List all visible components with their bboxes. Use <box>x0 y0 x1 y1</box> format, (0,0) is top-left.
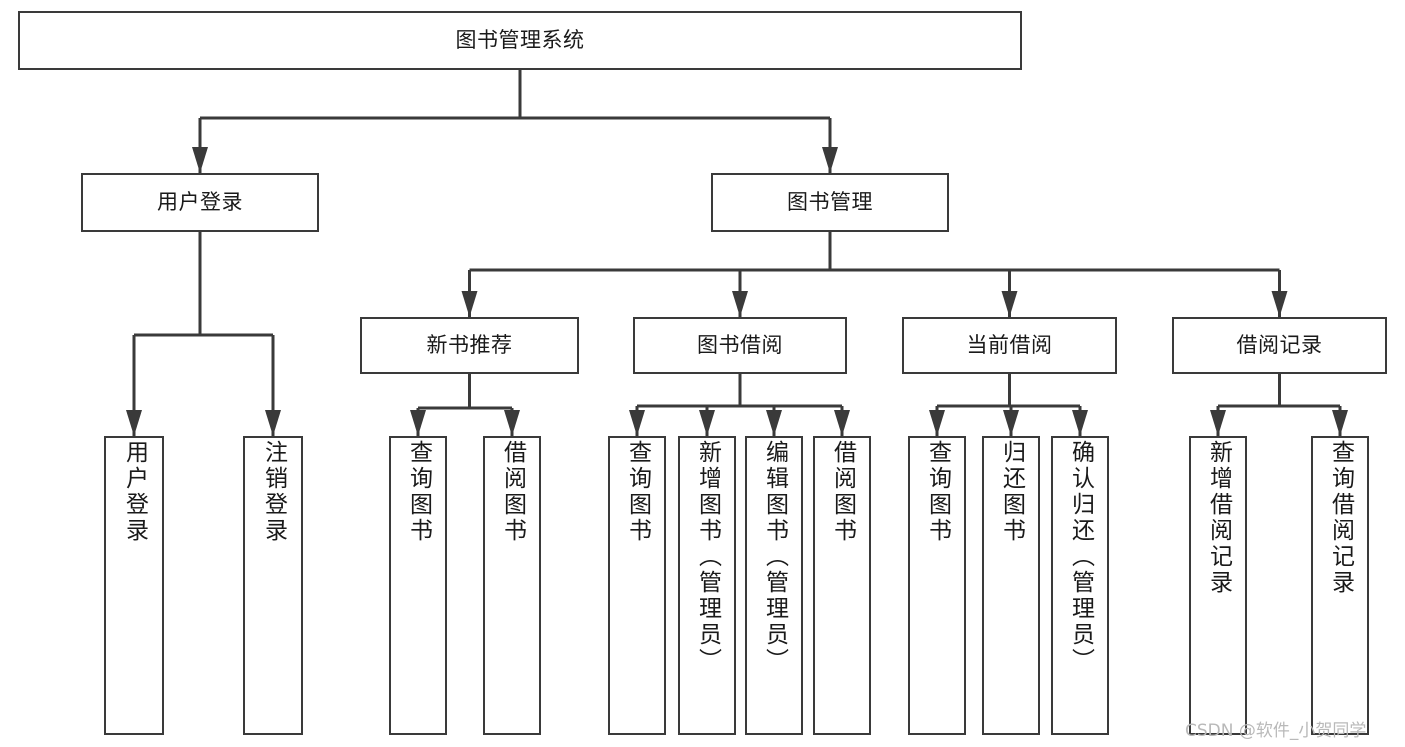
node-label: 当前借阅 <box>966 332 1053 357</box>
node-label: 借阅记录 <box>1236 332 1323 357</box>
arrowhead-icon-leaf-10 <box>1003 410 1019 436</box>
node-label: 查询借阅记录 <box>1327 440 1354 596</box>
node-label: 借阅图书 <box>499 440 526 544</box>
arrowhead-icon-leaf-12 <box>1210 410 1226 436</box>
node-leaf-6[interactable]: 新增图书（管理员） <box>678 436 736 735</box>
node-current-loan[interactable]: 当前借阅 <box>902 317 1117 374</box>
node-leaf-3[interactable]: 查询图书 <box>389 436 447 735</box>
arrowhead-icon-leaf-4 <box>504 410 520 436</box>
node-label: 新增图书（管理员） <box>694 440 721 674</box>
node-new-book-rec[interactable]: 新书推荐 <box>360 317 579 374</box>
arrowhead-icon-user-login <box>192 147 208 173</box>
node-label: 编辑图书（管理员） <box>761 440 788 674</box>
arrowhead-icon-leaf-11 <box>1072 410 1088 436</box>
node-label: 新书推荐 <box>426 332 513 357</box>
node-leaf-2[interactable]: 注销登录 <box>243 436 303 735</box>
node-user-login[interactable]: 用户登录 <box>81 173 319 232</box>
arrowhead-icon-book-manage <box>822 147 838 173</box>
arrowhead-icon-leaf-8 <box>834 410 850 436</box>
arrowhead-icon-leaf-1 <box>126 410 142 436</box>
node-label: 查询图书 <box>624 440 651 544</box>
node-label: 图书借阅 <box>697 332 783 357</box>
node-label: 查询图书 <box>405 440 432 544</box>
arrowhead-icon-leaf-7 <box>766 410 782 436</box>
arrowhead-icon-book-borrow <box>732 291 748 317</box>
node-label: 用户登录 <box>121 440 148 544</box>
node-label: 新增借阅记录 <box>1205 440 1232 596</box>
arrowhead-icon-leaf-3 <box>410 410 426 436</box>
arrowhead-icon-leaf-13 <box>1332 410 1348 436</box>
node-label: 用户登录 <box>157 189 243 214</box>
arrowhead-icon-leaf-9 <box>929 410 945 436</box>
node-leaf-5[interactable]: 查询图书 <box>608 436 666 735</box>
arrowhead-icon-leaf-2 <box>265 410 281 436</box>
node-leaf-9[interactable]: 查询图书 <box>908 436 966 735</box>
arrowhead-icon-current-loan <box>1001 291 1018 317</box>
node-book-manage[interactable]: 图书管理 <box>711 173 949 232</box>
node-leaf-4[interactable]: 借阅图书 <box>483 436 541 735</box>
node-loan-record[interactable]: 借阅记录 <box>1172 317 1387 374</box>
node-label: 查询图书 <box>924 440 951 544</box>
node-label: 注销登录 <box>260 440 287 544</box>
arrowhead-icon-leaf-5 <box>629 410 645 436</box>
node-label: 借阅图书 <box>829 440 856 544</box>
arrowhead-icon-leaf-6 <box>699 410 715 436</box>
node-root[interactable]: 图书管理系统 <box>18 11 1022 70</box>
node-label: 确认归还（管理员） <box>1067 440 1094 674</box>
node-leaf-7[interactable]: 编辑图书（管理员） <box>745 436 803 735</box>
arrowhead-icon-loan-record <box>1271 291 1288 317</box>
node-book-borrow[interactable]: 图书借阅 <box>633 317 847 374</box>
node-leaf-8[interactable]: 借阅图书 <box>813 436 871 735</box>
node-leaf-13[interactable]: 查询借阅记录 <box>1311 436 1369 735</box>
node-leaf-12[interactable]: 新增借阅记录 <box>1189 436 1247 735</box>
arrowhead-icon-new-book-rec <box>461 291 478 317</box>
node-label: 图书管理 <box>787 189 873 214</box>
node-leaf-1[interactable]: 用户登录 <box>104 436 164 735</box>
node-label: 图书管理系统 <box>455 27 585 52</box>
node-leaf-10[interactable]: 归还图书 <box>982 436 1040 735</box>
node-leaf-11[interactable]: 确认归还（管理员） <box>1051 436 1109 735</box>
node-label: 归还图书 <box>998 440 1025 544</box>
